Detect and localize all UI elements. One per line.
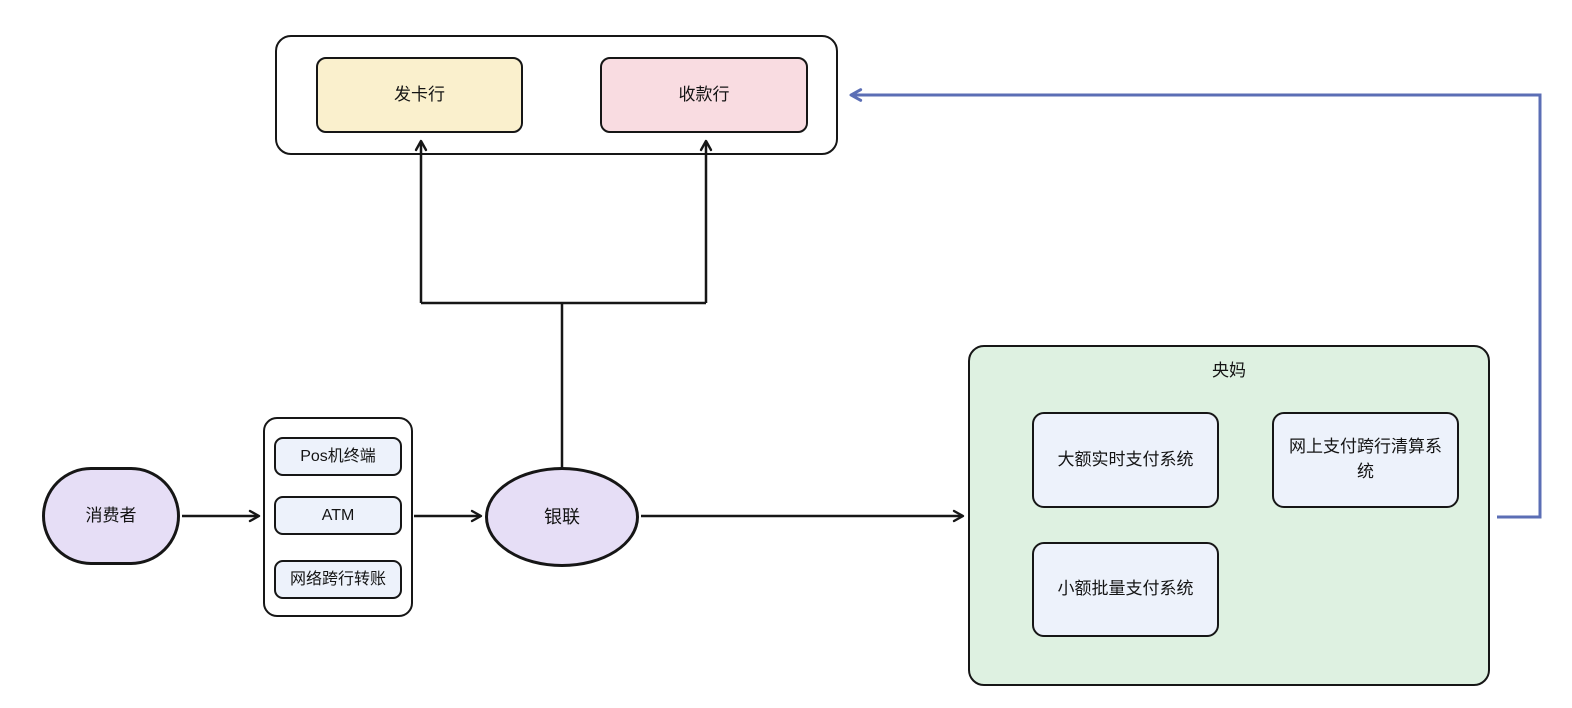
pos-terminal-node: Pos机终端 bbox=[274, 437, 402, 476]
ibps-node: 网上支付跨行清算系统 bbox=[1272, 412, 1459, 508]
central-bank-title: 央妈 bbox=[1212, 361, 1246, 380]
acquirer-bank-node: 收款行 bbox=[600, 57, 808, 133]
consumer-node: 消费者 bbox=[42, 467, 180, 565]
hvps-node: 大额实时支付系统 bbox=[1032, 412, 1219, 508]
beps-node: 小额批量支付系统 bbox=[1032, 542, 1219, 637]
atm-node: ATM bbox=[274, 496, 402, 535]
web-transfer-node: 网络跨行转账 bbox=[274, 560, 402, 599]
issuer-bank-node: 发卡行 bbox=[316, 57, 523, 133]
unionpay-node: 银联 bbox=[485, 467, 639, 567]
